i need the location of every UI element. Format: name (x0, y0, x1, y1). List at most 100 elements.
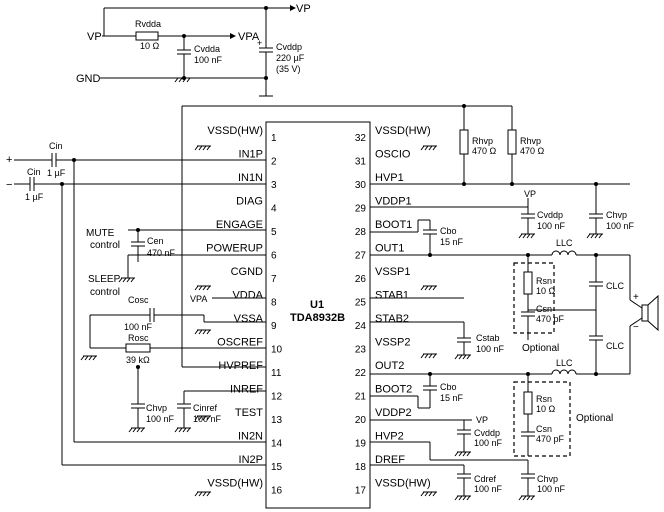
rsn2-label: Rsn (536, 394, 552, 404)
vp-top-label: VP (296, 3, 311, 15)
ground-icon (194, 145, 211, 151)
pin-name-left: HVPREF (218, 360, 263, 372)
cdref-value: 100 nF (474, 484, 503, 494)
ground-symbols (80, 77, 603, 501)
ground-icon (194, 285, 211, 291)
pin-name-left: VSSD(HW) (207, 478, 263, 490)
svg-text:+: + (257, 38, 262, 48)
ground-icon (454, 495, 471, 501)
cdref-label: Cdref (474, 474, 497, 484)
pin-name-right: VSSD(HW) (375, 478, 431, 490)
cstab-value: 100 nF (476, 344, 505, 354)
chvp-left-label: Chvp (146, 403, 167, 413)
rsn1-label: Rsn (536, 276, 552, 286)
optional-2-label: Optional (576, 413, 613, 424)
rvdda-label: Rvdda (135, 19, 161, 29)
pin-name-left: CGND (231, 266, 263, 278)
chip-ref: U1 (310, 299, 324, 311)
pin-layer: 1VSSD(HW)2IN1P3IN1N4DIAG5ENGAGE6POWERUP7… (206, 125, 430, 497)
pin-name-right: VSSD(HW) (375, 125, 431, 137)
ground-icon (194, 491, 211, 497)
pin-name-right: HVP2 (375, 431, 404, 443)
rhvp1-resistor (459, 129, 469, 155)
llc2-inductor (551, 369, 577, 375)
csn2-value: 470 pF (536, 434, 565, 444)
pin-number-right: 31 (355, 157, 367, 168)
speaker-plus: + (633, 292, 639, 303)
ground-icon (80, 355, 97, 361)
pin-number-left: 13 (271, 415, 283, 426)
pin-number-left: 4 (271, 204, 277, 215)
cvddp-label: Cvddp (276, 42, 302, 52)
pin-name-left: VSSA (234, 313, 264, 325)
pin-name-right: OSCIO (375, 149, 411, 161)
pin-number-left: 15 (271, 462, 283, 473)
pin-number-right: 29 (355, 204, 367, 215)
pin-number-right: 30 (355, 180, 367, 191)
pin-name-right: VDDP2 (375, 407, 412, 419)
rsn1-value: 10 Ω (536, 286, 556, 296)
chvp-left-value: 100 nF (146, 414, 175, 424)
cosc-value: 100 nF (124, 322, 153, 332)
cvdda-label: Cvdda (194, 44, 220, 54)
pin-number-left: 10 (271, 345, 283, 356)
csn1-label: Csn (536, 304, 552, 314)
llc2-label: LLC (556, 358, 573, 368)
pin-number-left: 14 (271, 439, 283, 450)
ground-icon (518, 495, 535, 501)
gnd-label: GND (76, 73, 101, 85)
ground-icon (174, 77, 191, 83)
pin-name-left: POWERUP (206, 243, 263, 255)
vp-right-1: VP (524, 189, 536, 199)
pin-name-left: IN1N (238, 172, 263, 184)
optional-snubber-1 (513, 262, 555, 334)
pin-name-left: VDDA (232, 290, 263, 302)
speaker-minus: − (633, 322, 639, 333)
pin-name-left: IN2P (239, 454, 263, 466)
mute-control-label: control (90, 240, 120, 251)
cin2-label: Cin (27, 167, 41, 177)
pin-name-right: BOOT1 (375, 219, 412, 231)
pin-number-right: 21 (355, 392, 367, 403)
pin-number-right: 19 (355, 439, 367, 450)
pin-name-left: VSSD(HW) (207, 125, 263, 137)
pin-name-left: INREF (230, 384, 263, 396)
chip-u1: U1 TDA8932B 1VSSD(HW)2IN1P3IN1N4DIAG5ENG… (206, 121, 431, 509)
ground-icon (118, 277, 135, 283)
cbo1-label: Cbo (440, 226, 457, 236)
ground-icon (420, 491, 437, 497)
csn1-value: 470 pF (536, 314, 565, 324)
pin-number-left: 7 (271, 274, 277, 285)
rhvp2-label: Rhvp (520, 136, 541, 146)
vpa-left-label: VPA (190, 294, 207, 304)
pin-name-right: BOOT2 (375, 384, 412, 396)
speaker-icon (641, 294, 659, 332)
pin-name-right: VSSP1 (375, 266, 410, 278)
pin-name-right: STAB2 (375, 313, 409, 325)
ground-icon (420, 145, 437, 151)
rosc-resistor (125, 343, 151, 353)
rsn2-value: 10 Ω (536, 404, 556, 414)
cbo2-value: 15 nF (440, 393, 464, 403)
input-section: + Cin 1 µF − Cin 1 µF (6, 141, 266, 466)
pin-name-left: DIAG (236, 196, 263, 208)
pin-number-right: 25 (355, 298, 367, 309)
pin-number-left: 3 (271, 180, 277, 191)
ground-icon (194, 329, 211, 335)
pin-number-left: 1 (271, 133, 277, 144)
ground-icon (174, 427, 191, 433)
rvdda-resistor (135, 31, 159, 41)
ground-icon (454, 354, 471, 360)
left-control-parts: MUTE control Cen 470 nF SLEEP control VP… (86, 228, 266, 428)
cosc-label: Cosc (128, 295, 149, 305)
rhvp1-label: Rhvp (472, 136, 493, 146)
sleep-label: SLEEP (88, 274, 121, 285)
pin-number-left: 8 (271, 298, 277, 309)
cin1-label: Cin (49, 141, 63, 151)
pin-name-left: OSCREF (217, 337, 263, 349)
optional-1-label: Optional (522, 343, 559, 354)
pin-number-left: 2 (271, 157, 277, 168)
cvddp-voltage: (35 V) (276, 64, 301, 74)
cvddp-value: 220 µF (276, 53, 305, 63)
